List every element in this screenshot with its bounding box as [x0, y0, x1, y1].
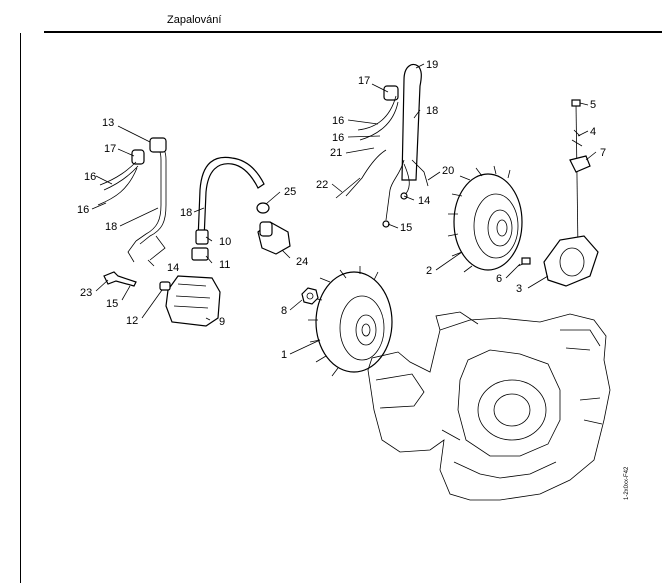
callout-19: 19: [426, 59, 438, 71]
callout-8: 8: [281, 305, 287, 317]
callout-17-right: 17: [358, 75, 370, 87]
callout-15-right: 15: [400, 222, 412, 234]
callout-18-right: 18: [426, 105, 438, 117]
callout-10: 10: [219, 236, 231, 248]
left-ignition-lead: [97, 147, 167, 263]
callout-9: 9: [219, 316, 225, 328]
callout-20: 20: [442, 165, 454, 177]
callout-13: 13: [102, 117, 114, 129]
callout-25: 25: [284, 186, 296, 198]
callout-21: 21: [330, 147, 342, 159]
leader-lines: [91, 63, 597, 355]
callout-6: 6: [496, 273, 502, 285]
callout-17-left: 17: [104, 143, 116, 155]
ignition-module: [103, 271, 221, 327]
centre-ignition-lead: [191, 156, 291, 261]
flywheel-nut: [301, 287, 319, 305]
flywheel-front: [308, 266, 393, 377]
right-ignition-lead: [335, 63, 429, 228]
callout-14-right: 14: [418, 195, 430, 207]
page-title: Zapalování: [167, 14, 222, 26]
callout-7: 7: [600, 147, 606, 159]
callout-labels: 13 17 16 16 18 14 23 15 12 9 18 10 11 25…: [77, 59, 630, 500]
callout-3: 3: [516, 283, 522, 295]
callout-23: 23: [80, 287, 92, 299]
callout-16-left-a: 16: [84, 171, 96, 183]
callout-12: 12: [126, 315, 138, 327]
callout-24: 24: [296, 256, 308, 268]
callout-18-centre: 18: [180, 207, 192, 219]
callout-16-left-b: 16: [77, 204, 89, 216]
callout-16-right-a: 16: [332, 115, 344, 127]
flywheel-rear: [447, 165, 523, 273]
drawing-code: 1-2x0xx-F42: [624, 466, 630, 500]
spark-plug-boot-left: [149, 137, 167, 153]
engine-housing-outline: [367, 311, 611, 501]
callout-16-right-b: 16: [332, 132, 344, 144]
callout-18-left: 18: [105, 221, 117, 233]
header-rule: [44, 31, 662, 33]
callout-11: 11: [219, 259, 230, 271]
callout-22: 22: [316, 179, 328, 191]
callout-14-left: 14: [167, 262, 179, 274]
callout-5: 5: [590, 99, 596, 111]
callout-4: 4: [590, 126, 596, 138]
callout-15-left: 15: [106, 298, 118, 310]
starter-parts: [517, 99, 599, 287]
callout-2: 2: [426, 265, 432, 277]
left-margin-rule: [20, 33, 21, 583]
callout-1: 1: [281, 349, 287, 361]
